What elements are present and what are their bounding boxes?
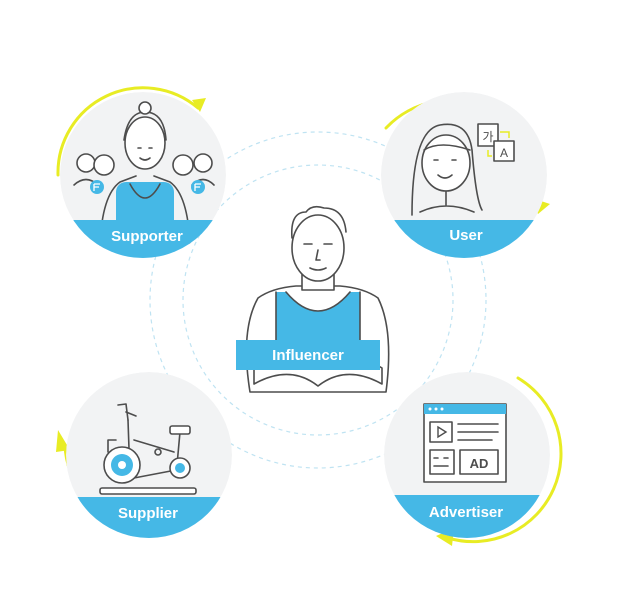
node-user: 가 A User: [381, 92, 550, 258]
supporter-cycle-arc: [56, 86, 200, 177]
fan-badge-left-icon: [90, 180, 104, 194]
user-woman-icon: [411, 123, 483, 216]
node-supplier: Supplier: [56, 372, 232, 538]
advertiser-cycle-arc: [446, 376, 563, 544]
user-label: User: [449, 227, 483, 244]
influencer-label: Influencer: [272, 347, 344, 364]
supplier-label: Supplier: [118, 505, 178, 522]
translate-icon: 가 A: [477, 123, 515, 162]
fan-badge-right-icon: [191, 180, 205, 194]
ad-browser-window-icon: AD: [423, 403, 507, 483]
dashed-rings: [149, 131, 487, 469]
svg-text:가: 가: [482, 130, 493, 144]
supporter-label: Supporter: [111, 228, 183, 245]
inner-dashed-ring: [182, 164, 454, 436]
supporter-arrow-icon: [192, 98, 206, 112]
fans-right-icon: [172, 153, 215, 186]
exercise-bike-icon: [99, 403, 197, 495]
svg-text:A: A: [500, 146, 508, 160]
advertiser-label: Advertiser: [429, 504, 503, 521]
influencer-label-band: [236, 340, 380, 370]
node-influencer: Influencer: [236, 205, 390, 393]
fans-left-icon: [73, 153, 115, 186]
svg-text:AD: AD: [470, 456, 489, 471]
outer-dashed-ring: [149, 131, 487, 469]
node-supporter: Supporter: [56, 86, 226, 258]
node-advertiser: AD Advertiser: [384, 372, 563, 546]
